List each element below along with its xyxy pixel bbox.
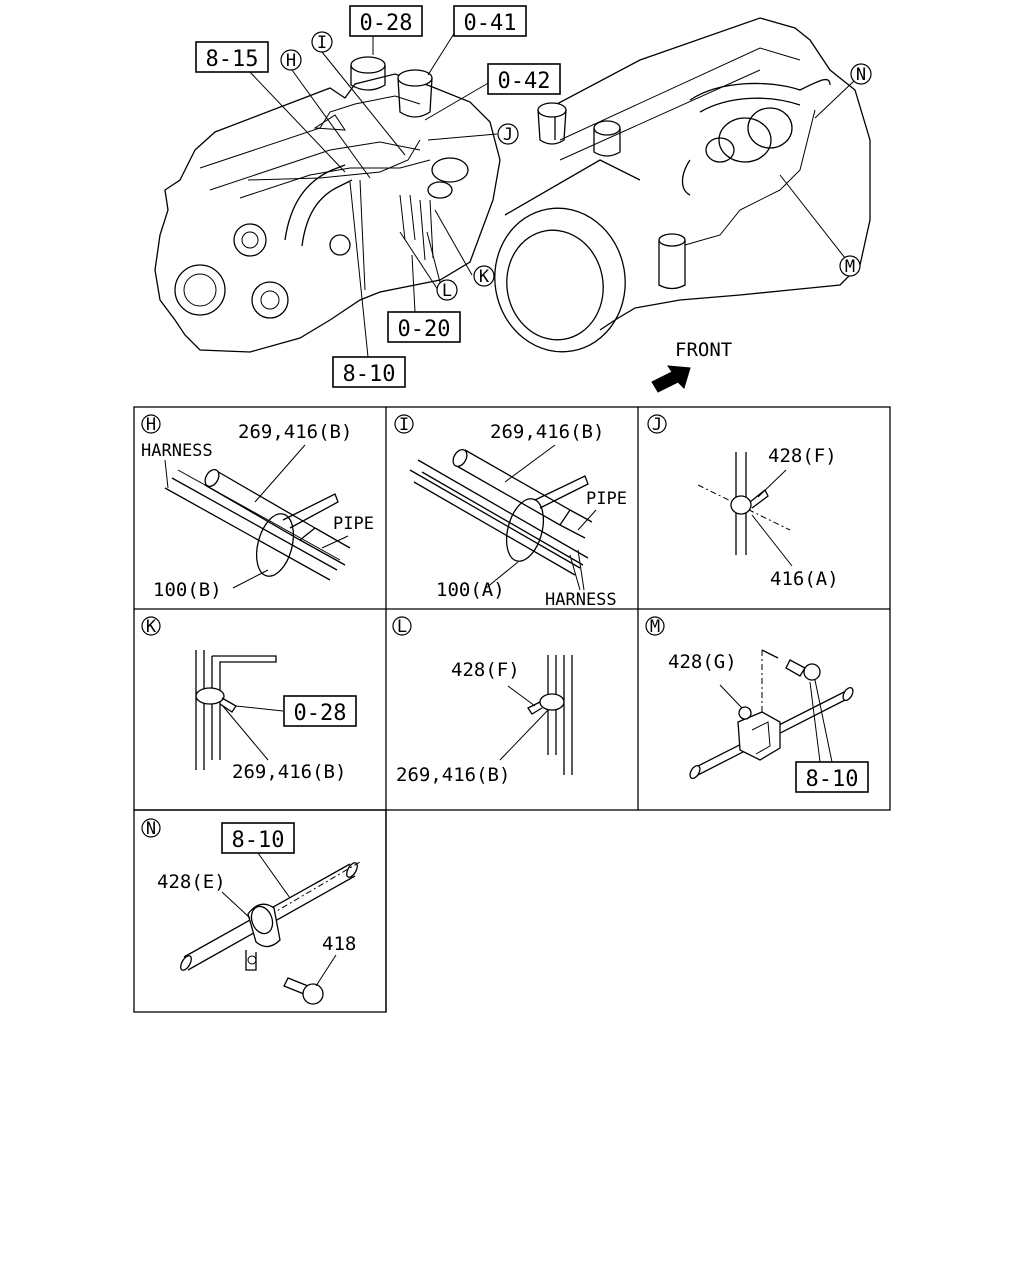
ref-box-0-41: 0-41 (453, 5, 527, 37)
svg-text:418: 418 (322, 933, 356, 955)
callout-j: J (497, 123, 519, 145)
svg-text:269,416(B): 269,416(B) (232, 761, 346, 783)
svg-text:K: K (146, 617, 157, 637)
detail-k: K 0-28 269,416(B) (141, 616, 357, 783)
ref-box-0-28: 0-28 (349, 5, 423, 37)
detail-grid (133, 406, 891, 1013)
detail-h: H 269,416(B) HARNESS PIPE 100(B) (141, 414, 374, 601)
ref-box-k-0-28 (283, 695, 357, 727)
svg-text:428(E): 428(E) (157, 871, 226, 893)
callout-l: L (436, 279, 458, 301)
svg-text:8-10: 8-10 (232, 828, 285, 853)
svg-text:HARNESS: HARNESS (141, 441, 213, 461)
svg-text:N: N (146, 819, 156, 839)
svg-text:J: J (652, 415, 662, 435)
svg-text:0-28: 0-28 (360, 11, 413, 36)
svg-text:100(B): 100(B) (153, 579, 222, 601)
svg-text:428(G): 428(G) (668, 651, 737, 673)
svg-text:H: H (286, 51, 296, 71)
svg-text:8-15: 8-15 (206, 47, 259, 72)
right-engine-illustration (494, 17, 871, 353)
ref-box-8-15: 8-15 (195, 41, 269, 73)
callout-h: H (280, 49, 302, 71)
svg-text:J: J (503, 125, 513, 145)
svg-text:I: I (399, 415, 409, 435)
right-engine-leaders (779, 79, 856, 259)
svg-text:428(F): 428(F) (768, 445, 837, 467)
callout-m: M (839, 255, 861, 277)
ref-box-0-20: 0-20 (387, 311, 461, 343)
ref-box-m-8-10 (795, 761, 869, 793)
svg-text:I: I (317, 33, 327, 53)
left-engine-illustration (154, 56, 501, 353)
svg-text:K: K (479, 267, 490, 287)
svg-text:N: N (856, 65, 866, 85)
left-engine-leaders (247, 31, 498, 358)
svg-text:269,416(B): 269,416(B) (490, 421, 604, 443)
svg-text:416(A): 416(A) (770, 568, 839, 590)
svg-text:8-10: 8-10 (343, 362, 396, 387)
ref-box-0-42: 0-42 (487, 63, 561, 95)
ref-box-8-10: 8-10 (332, 356, 406, 388)
detail-n: N 8-10 428(E) 418 (141, 818, 361, 1005)
svg-text:0-20: 0-20 (398, 317, 451, 342)
svg-text:0-42: 0-42 (498, 69, 551, 94)
svg-text:PIPE: PIPE (333, 514, 374, 534)
svg-text:PIPE: PIPE (586, 489, 627, 509)
svg-text:M: M (650, 617, 660, 637)
front-label: FRONT (675, 339, 732, 361)
svg-text:HARNESS: HARNESS (545, 590, 617, 610)
svg-text:0-41: 0-41 (464, 11, 517, 36)
detail-i: I 269,416(B) PIPE 100(A) HARNESS (394, 414, 627, 610)
svg-text:H: H (146, 415, 156, 435)
svg-text:M: M (845, 257, 855, 277)
svg-text:8-10: 8-10 (806, 767, 859, 792)
callout-n: N (850, 63, 872, 85)
svg-text:0-28: 0-28 (294, 701, 347, 726)
svg-text:100(A): 100(A) (436, 579, 505, 601)
svg-text:L: L (442, 281, 452, 301)
svg-text:428(F): 428(F) (451, 659, 520, 681)
front-arrow-icon (651, 365, 691, 393)
svg-text:269,416(B): 269,416(B) (238, 421, 352, 443)
detail-j: J 428(F) 416(A) (647, 414, 839, 590)
callout-k: K (473, 265, 495, 287)
front-indicator: FRONT (651, 339, 732, 393)
svg-text:269,416(B): 269,416(B) (396, 764, 510, 786)
detail-m: M 428(G) 8-10 (645, 616, 869, 793)
svg-text:L: L (397, 617, 407, 637)
detail-l: L 428(F) 269,416(B) (392, 616, 573, 786)
callout-i: I (311, 31, 333, 53)
